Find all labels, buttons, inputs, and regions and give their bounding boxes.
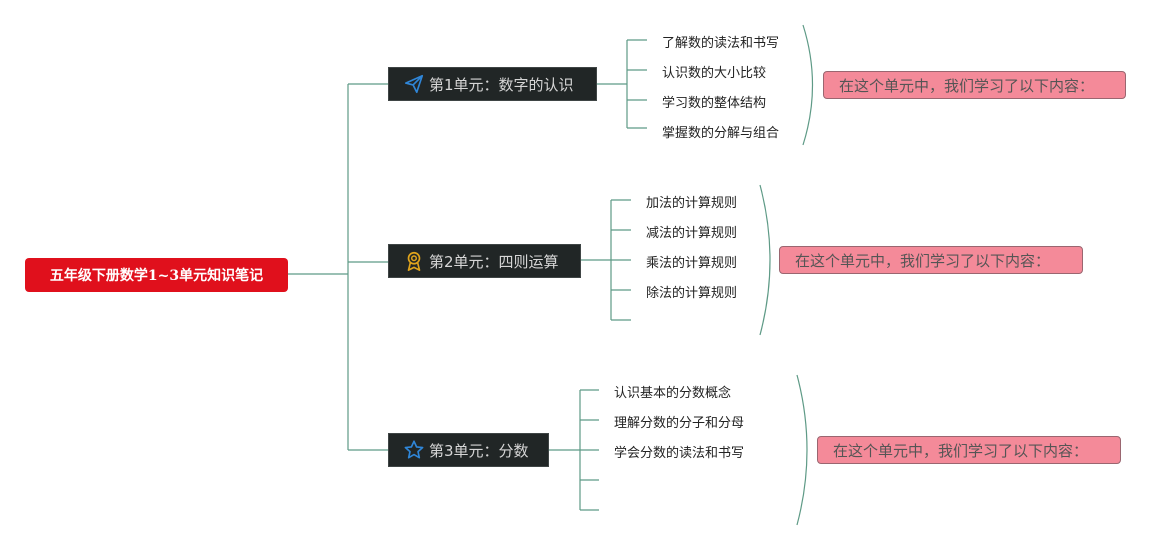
unit-3-item[interactable]: 学会分数的读法和书写 (614, 446, 745, 461)
unit-2-title: 第2单元：四则运算 (429, 252, 559, 271)
root-topic-label: 五年级下册数学1~3单元知识笔记 (49, 268, 264, 284)
unit-3-summary[interactable]: 在这个单元中，我们学习了以下内容： (817, 436, 1121, 464)
summary-brace-3 (796, 374, 808, 526)
unit-2-item[interactable]: 乘法的计算规则 (646, 256, 738, 271)
root-connector (288, 83, 388, 451)
unit-3-summary-text: 在这个单元中，我们学习了以下内容： (833, 441, 1089, 460)
unit-1-title: 第1单元：数字的认识 (429, 75, 574, 94)
unit-1-summary[interactable]: 在这个单元中，我们学习了以下内容： (823, 71, 1126, 99)
unit-2-summary-text: 在这个单元中，我们学习了以下内容： (795, 251, 1051, 270)
summary-brace-2 (759, 184, 771, 336)
unit-1-topic[interactable]: 第1单元：数字的认识 (388, 67, 597, 101)
paper-plane-icon (403, 73, 425, 95)
unit-3-item[interactable]: 认识基本的分数概念 (614, 386, 732, 401)
unit3-item-connector (549, 389, 599, 511)
unit-2-item[interactable]: 加法的计算规则 (646, 196, 738, 211)
unit-2-topic[interactable]: 第2单元：四则运算 (388, 244, 581, 278)
summary-brace-1 (802, 24, 814, 146)
unit-1-item[interactable]: 学习数的整体结构 (662, 96, 767, 111)
unit-3-title: 第3单元：分数 (429, 441, 529, 460)
unit-1-item[interactable]: 认识数的大小比较 (662, 66, 767, 81)
unit-1-item[interactable]: 掌握数的分解与组合 (662, 126, 780, 141)
award-medal-icon (403, 250, 425, 272)
unit-1-item[interactable]: 了解数的读法和书写 (662, 36, 780, 51)
unit-2-summary[interactable]: 在这个单元中，我们学习了以下内容： (779, 246, 1083, 274)
unit1-item-connector (597, 39, 647, 129)
unit-2-item[interactable]: 除法的计算规则 (646, 286, 738, 301)
unit-3-topic[interactable]: 第3单元：分数 (388, 433, 549, 467)
unit-3-item[interactable]: 理解分数的分子和分母 (614, 416, 745, 431)
star-icon (403, 439, 425, 461)
unit2-item-connector (581, 199, 631, 321)
root-topic[interactable]: 五年级下册数学1~3单元知识笔记 (25, 258, 288, 292)
unit-2-item[interactable]: 减法的计算规则 (646, 226, 738, 241)
unit-1-summary-text: 在这个单元中，我们学习了以下内容： (839, 76, 1095, 95)
